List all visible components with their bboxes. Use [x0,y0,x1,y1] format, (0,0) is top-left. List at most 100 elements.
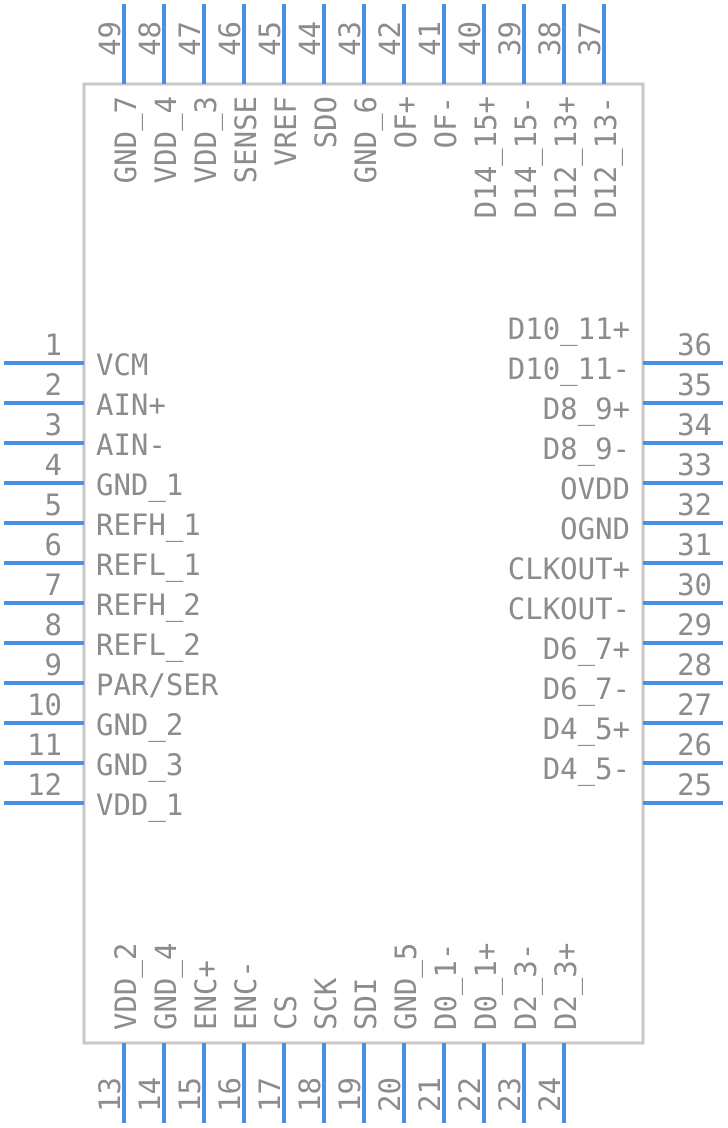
pin-label: D2_3- [509,943,544,1030]
pin-label: D8_9- [543,432,630,467]
pin-label: ENC- [229,960,263,1030]
pin-label: OGND [560,512,630,546]
pin-number: 48 [133,21,167,56]
pin-number: 24 [533,1077,567,1112]
pin-number: 40 [453,21,487,56]
pin-label: VDD_3 [189,96,224,183]
pin-label: D8_9+ [543,392,630,427]
pin-label: GND_5 [389,943,424,1030]
pin-label: SDI [349,978,383,1030]
pin-label: D0_1- [429,943,464,1030]
pin-number: 26 [677,728,712,762]
pin-label: D2_3+ [549,943,584,1030]
pin-number: 45 [253,21,287,56]
pin-number: 29 [677,608,712,642]
pin-number: 38 [533,21,567,56]
pin-number: 49 [93,21,127,56]
pin-number: 3 [45,408,62,442]
pin-number: 39 [493,21,527,56]
pin-label: SDO [309,96,343,148]
pin-number: 10 [27,688,62,722]
pin-number: 6 [45,528,62,562]
pin-number: 23 [493,1077,527,1112]
pin-number: 32 [677,488,712,522]
pin-label: CS [269,995,303,1030]
pin-number: 4 [45,448,62,482]
pin-number: 27 [677,688,712,722]
pin-label: REFL_1 [96,548,201,583]
pin-label: GND_7 [109,96,144,183]
pin-number: 31 [677,528,712,562]
pin-label: OVDD [560,472,630,506]
pin-number: 47 [173,21,207,56]
pin-label: D12_13+ [549,96,584,218]
pin-label: SENSE [229,96,263,183]
pin-number: 1 [45,328,62,362]
pin-label: D6_7- [543,672,630,707]
pin-label: D14_15- [509,96,544,218]
pin-number: 36 [677,328,712,362]
pin-label: GND_2 [96,708,183,743]
pin-number: 11 [27,728,62,762]
pin-number: 21 [413,1077,447,1112]
pin-number: 15 [173,1077,207,1112]
pin-label: D4_5- [543,752,630,787]
pin-number: 18 [293,1077,327,1112]
pin-label: VREF [269,96,303,166]
pin-label: D10_11+ [508,312,630,347]
pin-number: 22 [453,1077,487,1112]
pin-label: ENC+ [189,960,223,1030]
pin-number: 14 [133,1077,167,1112]
pin-number: 43 [333,21,367,56]
pin-number: 46 [213,21,247,56]
pin-label: D4_5+ [543,712,630,747]
pin-number: 8 [45,608,62,642]
pin-label: D6_7+ [543,632,630,667]
pin-number: 16 [213,1077,247,1112]
pin-number: 37 [573,21,607,56]
pin-label: SCK [309,977,343,1030]
pin-number: 41 [413,21,447,56]
pin-label: REFH_1 [96,508,201,543]
pin-label: GND_3 [96,748,183,783]
pin-number: 20 [373,1077,407,1112]
pin-label: GND_1 [96,468,183,503]
pin-number: 25 [677,768,712,802]
pin-number: 5 [45,488,62,522]
pin-number: 35 [677,368,712,402]
pin-label: D0_1+ [469,943,504,1030]
pin-number: 2 [45,368,62,402]
pin-number: 13 [93,1077,127,1112]
pin-number: 33 [677,448,712,482]
pin-label: OF- [429,96,463,148]
pin-label: CLKOUT+ [508,552,630,586]
pin-label: VDD_1 [96,788,183,823]
pin-label: D10_11- [508,352,630,387]
pin-label: VDD_2 [109,943,144,1030]
pin-label: PAR/SER [96,668,219,702]
pin-label: GND_4 [149,943,184,1030]
pin-number: 44 [293,21,327,56]
pin-label: VCM [96,348,148,382]
pin-label: AIN+ [96,388,166,422]
pin-label: REFL_2 [96,628,201,663]
pin-number: 17 [253,1077,287,1112]
pin-label: OF+ [389,96,423,148]
pin-number: 30 [677,568,712,602]
pin-label: VDD_4 [149,96,184,183]
pin-number: 42 [373,21,407,56]
pin-label: CLKOUT- [508,592,630,626]
pin-label: REFH_2 [96,588,201,623]
pin-label: GND_6 [349,96,384,183]
pin-number: 28 [677,648,712,682]
pin-label: AIN- [96,428,166,462]
pin-number: 7 [45,568,62,602]
pin-label: D14_15+ [469,96,504,218]
pin-number: 34 [677,408,712,442]
pin-number: 19 [333,1077,367,1112]
pin-label: D12_13- [589,96,624,218]
pin-number: 9 [45,648,62,682]
pin-number: 12 [27,768,62,802]
